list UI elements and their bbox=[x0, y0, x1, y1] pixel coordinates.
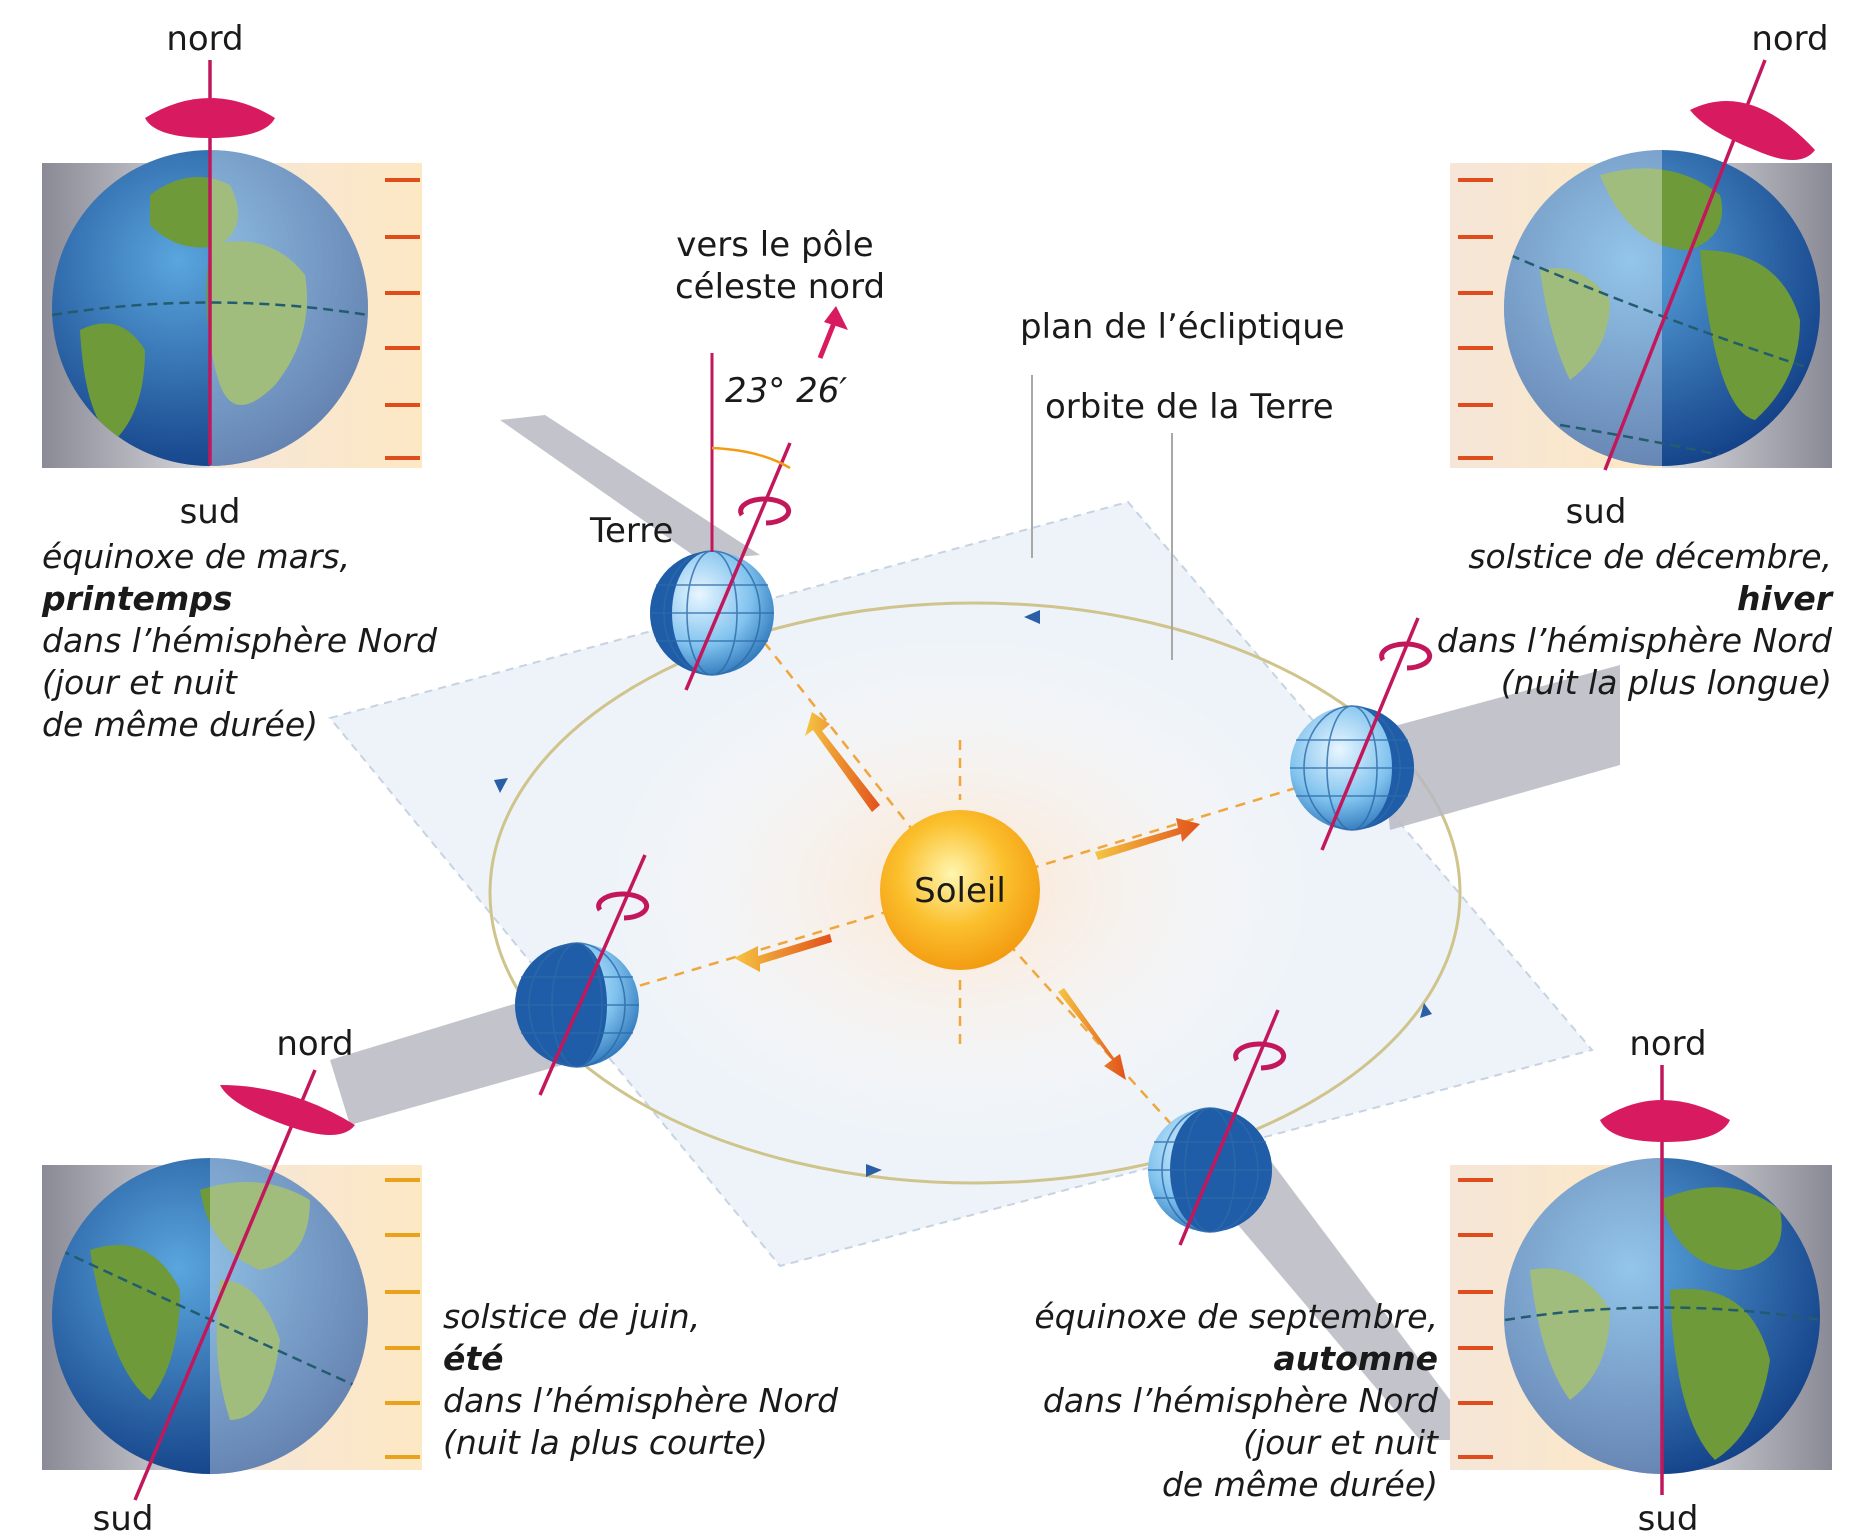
september-caption-line5: de même durée) bbox=[1162, 1465, 1438, 1504]
june-caption-line1: solstice de juin, bbox=[443, 1297, 700, 1336]
north-label-bl: nord bbox=[276, 1024, 353, 1064]
north-label-tl: nord bbox=[166, 19, 243, 59]
rotation-arrow-bl bbox=[220, 1085, 355, 1135]
globe-december-solstice bbox=[1450, 59, 1832, 471]
globe-june-solstice bbox=[42, 1069, 422, 1501]
rotation-arrow-tr bbox=[1690, 101, 1815, 160]
march-season: printemps bbox=[41, 579, 233, 618]
june-caption-line4: (nuit la plus courte) bbox=[443, 1423, 768, 1462]
march-caption-line5: de même durée) bbox=[42, 705, 318, 744]
rotation-arrow-tl bbox=[145, 98, 275, 138]
night-beam-march bbox=[500, 415, 760, 560]
south-label-bl: sud bbox=[93, 1499, 154, 1536]
pole-label-line2: céleste nord bbox=[675, 267, 885, 307]
december-caption-line3: dans l’hémisphère Nord bbox=[1437, 621, 1833, 660]
globe-march-equinox bbox=[42, 60, 422, 468]
sun-arrows-left-bl bbox=[385, 1178, 420, 1459]
earth-label: Terre bbox=[589, 511, 673, 551]
september-caption-line1: équinoxe de septembre, bbox=[1034, 1297, 1438, 1336]
night-beam-dec bbox=[1380, 665, 1620, 830]
march-caption-line1: équinoxe de mars, bbox=[42, 537, 350, 576]
rotation-arrow-br bbox=[1600, 1100, 1730, 1142]
june-season: été bbox=[443, 1339, 504, 1378]
december-caption-line1: solstice de décembre, bbox=[1468, 537, 1832, 576]
tilt-angle-arc bbox=[711, 446, 791, 470]
sun-arrows-left-tl bbox=[385, 178, 420, 460]
earth-orbit bbox=[488, 601, 1462, 1185]
south-label-tr: sud bbox=[1566, 492, 1627, 532]
south-label-tl: sud bbox=[180, 492, 241, 532]
september-caption-line4: (jour et nuit bbox=[1243, 1423, 1439, 1462]
north-label-tr: nord bbox=[1751, 19, 1828, 59]
night-beam-june bbox=[330, 990, 580, 1125]
earth-september bbox=[1148, 1009, 1280, 1246]
earth-december bbox=[1290, 617, 1420, 851]
globe-september-equinox bbox=[1450, 1065, 1832, 1495]
december-caption-line4: (nuit la plus longue) bbox=[1501, 663, 1832, 702]
sun-arrows-right-tr bbox=[1458, 178, 1493, 460]
orbit-direction-arrows bbox=[494, 610, 1432, 1177]
march-caption-line4: (jour et nuit bbox=[42, 663, 238, 702]
north-label-br: nord bbox=[1629, 1024, 1706, 1064]
pole-label-line1: vers le pôle bbox=[676, 225, 873, 265]
sun-arrows-right-br bbox=[1458, 1178, 1493, 1459]
earth-march bbox=[650, 442, 792, 691]
december-season: hiver bbox=[1737, 579, 1834, 618]
ecliptic-label: plan de l’écliptique bbox=[1020, 307, 1345, 347]
earth-june bbox=[515, 854, 647, 1096]
march-caption-line3: dans l’hémisphère Nord bbox=[42, 621, 438, 660]
sunlight-arrows bbox=[734, 712, 1200, 1080]
orbit-label: orbite de la Terre bbox=[1045, 387, 1334, 427]
south-label-br: sud bbox=[1638, 1499, 1699, 1536]
september-season: automne bbox=[1274, 1339, 1438, 1378]
rotation-arrows-small bbox=[596, 496, 1433, 1071]
june-caption-line3: dans l’hémisphère Nord bbox=[443, 1381, 839, 1420]
sun-label: Soleil bbox=[914, 871, 1006, 911]
tilt-angle-label: 23° 26′ bbox=[725, 371, 847, 411]
september-caption-line3: dans l’hémisphère Nord bbox=[1043, 1381, 1439, 1420]
night-beam-sep bbox=[1200, 1140, 1480, 1440]
sun bbox=[880, 810, 1040, 970]
